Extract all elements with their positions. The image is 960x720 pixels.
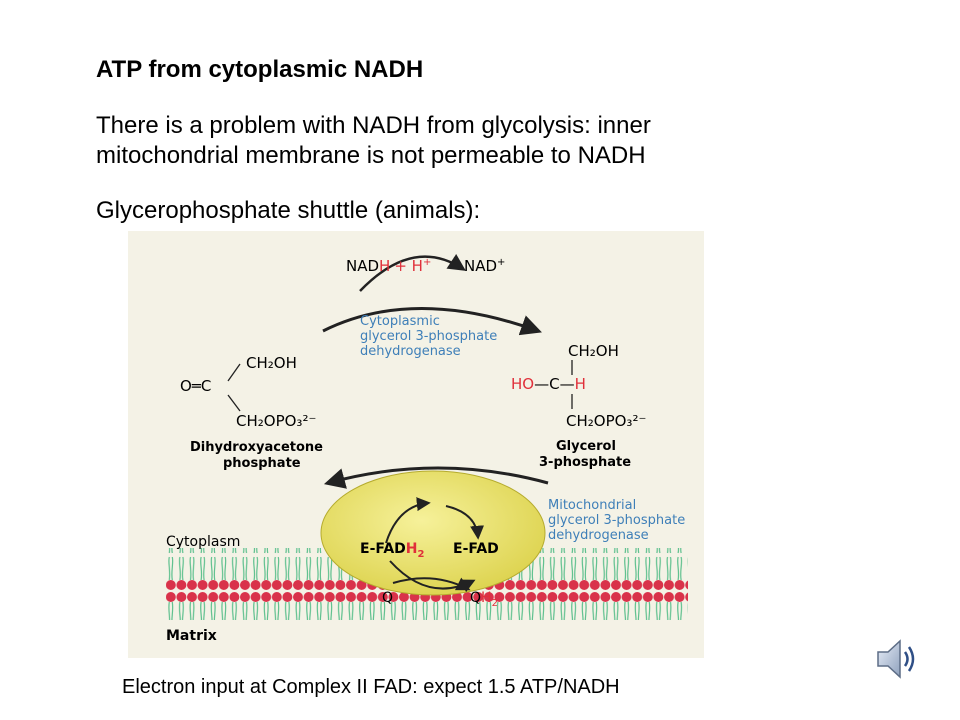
dhap-name-line1: Dihydroxyacetone [190,440,323,455]
efad-label: E-FAD [453,541,499,557]
slide-title: ATP from cytoplasmic NADH [96,56,424,83]
bottom-cycle-arrow [323,466,549,489]
glycerophosphate-shuttle-diagram: NADH+ H+ NAD+ Cytoplasmic glycerol 3-pho… [128,231,704,658]
cyto-enzyme-line2: glycerol 3-phosphate [360,329,497,344]
caption: Electron input at Complex II FAD: expect… [122,676,620,698]
matrix-label: Matrix [166,628,217,644]
fad-cycle-arrow-left [385,497,431,544]
g3p-ch2oh: CH₂OH [568,342,619,360]
mito-enzyme-line3: dehydrogenase [548,528,649,543]
dhap-carbonyl: O═C [180,377,211,395]
g3p-ch2opo3: CH₂OPO₃²⁻ [566,412,646,430]
nadh-arrow [359,253,466,292]
qh2-label: QH2 [470,590,498,609]
g3p-name-line2: 3-phosphate [539,455,631,470]
g3p-name-line1: Glycerol [556,439,616,454]
cyto-enzyme-line1: Cytoplasmic [360,314,440,329]
top-cycle-arrow [322,307,542,336]
mitochondrial-enzyme-ellipse [320,470,546,596]
efadh2-label: E-FADH2 [360,541,425,560]
cyto-enzyme-line3: dehydrogenase [360,344,461,359]
diagram-canvas: NADH+ H+ NAD+ Cytoplasmic glycerol 3-pho… [166,253,688,644]
problem-statement: There is a problem with NADH from glycol… [96,111,651,171]
g3p-middle: HO—C—H [511,375,586,393]
mito-enzyme-line1: Mitochondrial [548,498,636,513]
dhap-ch2oh: CH₂OH [246,354,297,372]
cytoplasm-label: Cytoplasm [166,534,240,550]
fad-cycle-arrow-right [445,505,485,540]
q-label: Q [382,590,393,606]
shuttle-heading: Glycerophosphate shuttle (animals): [96,197,481,224]
nadh-label: NADH+ H+ [346,257,431,275]
dhap-ch2opo3: CH₂OPO₃²⁻ [236,412,316,430]
q-reduction-arrow-2 [392,577,471,591]
problem-line-1: There is a problem with NADH from glycol… [96,112,651,139]
nad-plus-label: NAD+ [464,257,505,275]
dhap-name-line2: phosphate [223,456,301,471]
problem-line-2: mitochondrial membrane is not permeable … [96,142,646,169]
speaker-icon[interactable] [872,635,920,683]
mito-enzyme-line2: glycerol 3-phosphate [548,513,685,528]
